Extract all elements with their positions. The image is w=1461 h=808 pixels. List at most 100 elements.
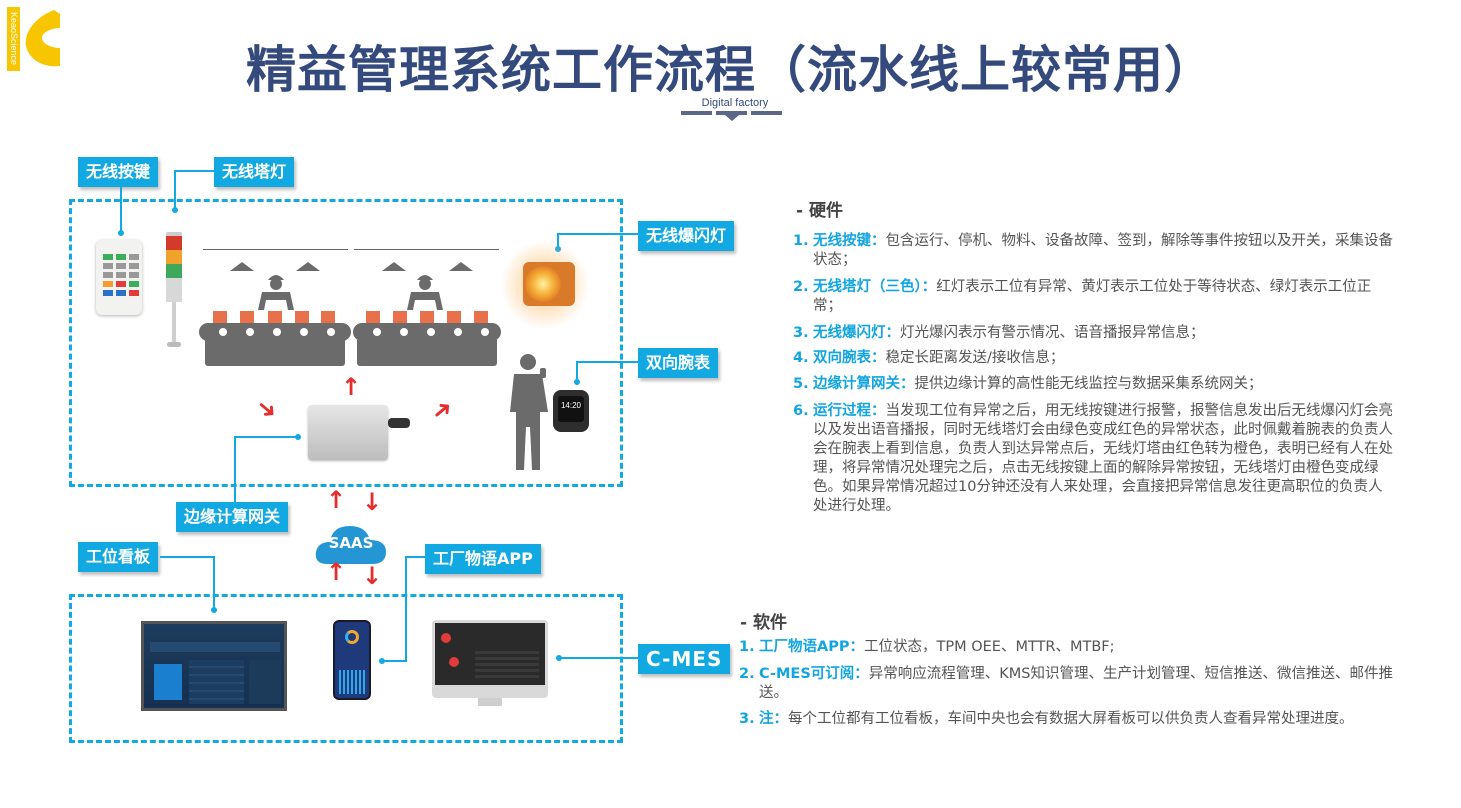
hardware-list: 1. 无线按键：包含运行、停机、物料、设备故障、签到，解除等事件按钮以及开关，采… <box>793 232 1393 532</box>
lamp-icon <box>382 262 406 271</box>
arrow-down-icon: ↓ <box>362 562 383 590</box>
item-text: 稳定长距离发送/接收信息； <box>885 350 1065 366</box>
hardware-heading: - 硬件 <box>796 201 843 221</box>
item-number: 3. <box>793 325 809 341</box>
connector-line <box>174 170 214 172</box>
mobile-app-phone <box>333 620 371 700</box>
page-subtitle: Digital factory <box>701 97 769 109</box>
connector-dot <box>295 434 301 440</box>
connector-line <box>213 556 215 608</box>
product-box <box>295 311 309 323</box>
watch-time: 14:20 <box>558 396 584 422</box>
wireless-button-device <box>96 240 142 315</box>
connector-dot <box>118 230 124 236</box>
hardware-item: 1. 无线按键：包含运行、停机、物料、设备故障、签到，解除等事件按钮以及开关，采… <box>793 232 1393 270</box>
edge-gateway-device <box>308 405 388 460</box>
label-station-board: 工位看板 <box>78 542 159 572</box>
label-wireless-strobe: 无线爆闪灯 <box>638 221 735 251</box>
monitor-stand <box>478 698 502 706</box>
item-text: 异常响应流程管理、KMS知识管理、生产计划管理、短信推送、微信推送、邮件推送。 <box>759 666 1394 701</box>
label-wireless-tower-light: 无线塔灯 <box>214 157 295 187</box>
tower-light-device <box>166 232 182 354</box>
item-key: 双向腕表： <box>813 350 886 366</box>
product-box <box>393 311 407 323</box>
software-item: 2. C-MES可订阅：异常响应流程管理、KMS知识管理、生产计划管理、短信推送… <box>739 665 1399 703</box>
item-number: 5. <box>793 376 809 392</box>
connector-dot <box>574 379 580 385</box>
item-key: 注： <box>759 711 788 727</box>
hardware-item: 4. 双向腕表：稳定长距离发送/接收信息； <box>793 349 1393 368</box>
item-text: 提供边缘计算的高性能无线监控与数据采集系统网关； <box>914 376 1263 392</box>
software-list: 1. 工厂物语APP：工位状态，TPM OEE、MTTR、MTBF; 2. C-… <box>739 638 1399 758</box>
item-text: 灯光爆闪表示有警示情况、语音播报异常信息； <box>900 325 1205 341</box>
lamp-icon <box>296 262 320 271</box>
logo-mark-icon <box>25 10 60 67</box>
connector-line <box>557 233 559 248</box>
item-number: 3. <box>739 711 755 727</box>
product-box <box>268 311 282 323</box>
connector-line <box>576 361 578 379</box>
hardware-item: 3. 无线爆闪灯：灯光爆闪表示有警示情况、语音播报异常信息； <box>793 324 1393 343</box>
item-key: 边缘计算网关： <box>813 376 915 392</box>
item-number: 6. <box>793 403 809 419</box>
label-factory-app: 工厂物语APP <box>425 544 541 574</box>
item-number: 4. <box>793 350 809 366</box>
subtitle-caret-icon <box>725 115 739 121</box>
connector-line <box>560 657 638 659</box>
product-box <box>366 311 380 323</box>
cmes-desktop-monitor <box>432 620 548 698</box>
item-text: 包含运行、停机、物料、设备故障、签到，解除等事件按钮以及开关，采集设备状态； <box>813 233 1393 268</box>
arrow-up-icon: ↑ <box>326 558 347 586</box>
conveyor-base <box>205 340 345 366</box>
manager-figure-icon <box>510 354 548 470</box>
product-box <box>240 311 254 323</box>
software-heading: - 软件 <box>740 613 787 633</box>
connector-dot <box>556 655 562 661</box>
connector-line <box>382 660 407 662</box>
label-wireless-button: 无线按键 <box>78 157 159 187</box>
software-item: 3. 注：每个工位都有工位看板，车间中央也会有数据大屏看板可以供负责人查看异常处… <box>739 710 1399 729</box>
item-key: C-MES可订阅： <box>759 666 869 682</box>
hardware-item: 2. 无线塔灯（三色）：红灯表示工位有异常、黄灯表示工位处于等待状态、绿灯表示工… <box>793 278 1393 316</box>
item-number: 2. <box>739 666 755 682</box>
hardware-item: 6. 运行过程：当发现工位有异常之后，用无线按键进行报警，报警信息发出后无线爆闪… <box>793 402 1393 516</box>
subtitle-divider <box>681 111 712 115</box>
connector-dot <box>172 207 178 213</box>
product-box <box>420 311 434 323</box>
item-key: 无线按键： <box>813 233 886 249</box>
connector-line <box>576 361 638 363</box>
label-edge-gateway: 边缘计算网关 <box>176 502 289 532</box>
product-box <box>213 311 227 323</box>
worker-icon <box>258 275 294 310</box>
connector-dot <box>211 607 217 613</box>
connector-dot <box>379 658 385 664</box>
connector-line <box>557 233 638 235</box>
software-zone <box>69 594 623 743</box>
item-key: 无线塔灯（三色）： <box>813 279 937 295</box>
item-number: 1. <box>739 639 755 655</box>
saas-label: SAAS <box>328 534 374 552</box>
item-key: 无线爆闪灯： <box>813 325 900 341</box>
item-number: 1. <box>793 233 809 249</box>
page-title: 精益管理系统工作流程（流水线上较常用） <box>246 41 1215 99</box>
software-item: 1. 工厂物语APP：工位状态，TPM OEE、MTTR、MTBF; <box>739 638 1399 657</box>
hardware-item: 5. 边缘计算网关：提供边缘计算的高性能无线监控与数据采集系统网关； <box>793 375 1393 394</box>
connector-line <box>405 556 407 660</box>
item-text: 红灯表示工位有异常、黄灯表示工位处于等待状态、绿灯表示工位正常； <box>813 279 1372 314</box>
saas-cloud-icon <box>315 526 386 564</box>
conveyor-belt <box>199 323 351 341</box>
item-text: 当发现工位有异常之后，用无线按键进行报警，报警信息发出后无线爆闪灯会亮以及发出语… <box>813 403 1393 514</box>
label-wristwatch: 双向腕表 <box>638 348 719 378</box>
item-text: 工位状态，TPM OEE、MTTR、MTBF; <box>863 639 1115 655</box>
ceiling-line <box>354 249 499 250</box>
subtitle-divider <box>716 111 747 115</box>
subtitle-divider <box>751 111 782 115</box>
item-key: 工厂物语APP： <box>759 639 864 655</box>
item-key: 运行过程： <box>813 403 886 419</box>
label-cmes: C-MES <box>638 644 731 674</box>
arrow-down-icon: ↓ <box>362 488 383 516</box>
logo-brand-text: KeaoScience <box>7 7 20 71</box>
connector-line <box>174 170 176 210</box>
product-box <box>321 311 335 323</box>
wristwatch-device: 14:20 <box>553 390 589 432</box>
